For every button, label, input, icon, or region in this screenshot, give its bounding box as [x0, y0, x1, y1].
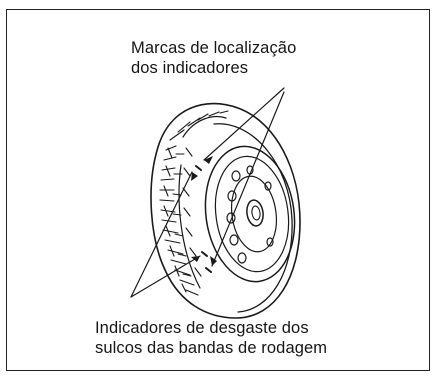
arrow-heads [191, 156, 217, 266]
tire-outline [150, 102, 301, 319]
rim-outer [204, 145, 296, 283]
rim-holes [226, 165, 274, 264]
label-line: Indicadores de desgaste dos [95, 319, 309, 337]
sidewall-edge [213, 123, 293, 313]
leader-lines-bottom [130, 171, 201, 298]
hub-center [251, 205, 261, 221]
label-line: sulcos das bandas de rodagem [95, 339, 328, 357]
label-line: dos indicadores [131, 59, 249, 77]
rim-inner [214, 155, 290, 273]
figure-frame [6, 9, 430, 371]
label-line: Marcas de localização [131, 39, 297, 57]
hub [246, 199, 264, 227]
wear-indicator-location-marks-label: Marcas de localização dos indicadores [131, 38, 296, 78]
tread-wear-indicators-label: Indicadores de desgaste dos sulcos das b… [95, 318, 327, 358]
tread-edge [182, 116, 227, 138]
wear-bar-marks [195, 165, 212, 273]
tread-pattern [159, 110, 229, 296]
leader-lines-top [203, 87, 285, 267]
tread-edge [178, 164, 201, 289]
